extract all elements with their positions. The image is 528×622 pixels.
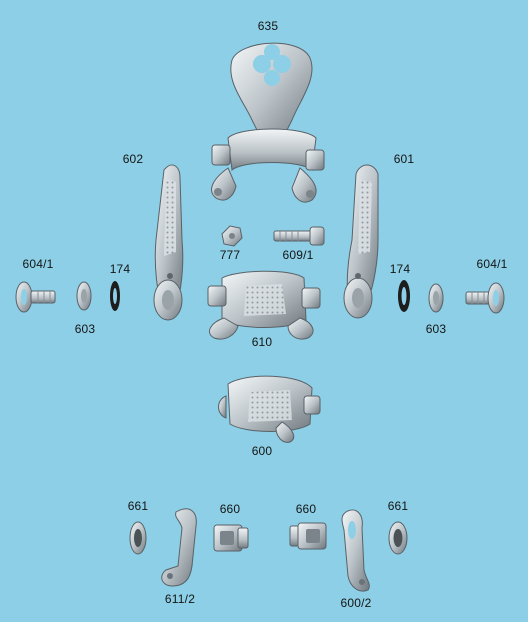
label-600-2: 600/2 [340, 596, 372, 610]
label-635: 635 [257, 19, 279, 33]
part-635-clamp-plate [211, 42, 325, 203]
label-604-1-right: 604/1 [476, 257, 508, 271]
part-604-1-thumb-screw-right [465, 282, 505, 314]
label-174-left: 174 [109, 262, 131, 276]
label-777: 777 [219, 248, 241, 262]
part-604-1-thumb-screw-left [15, 281, 56, 313]
part-777-nut [221, 225, 243, 247]
label-601: 601 [393, 152, 415, 166]
label-611-2: 611/2 [164, 592, 196, 606]
label-600: 600 [251, 444, 273, 458]
part-660-sleeve-left [213, 524, 249, 552]
label-603-right: 603 [425, 322, 447, 336]
label-174-right: 174 [389, 262, 411, 276]
part-174-washer-right [398, 280, 410, 312]
label-609-1: 609/1 [282, 248, 314, 262]
label-660-left: 660 [219, 502, 241, 516]
part-611-2-bracket [161, 508, 197, 587]
part-610-housing [207, 270, 321, 340]
part-660-sleeve-right [289, 522, 327, 550]
part-601-lever [343, 164, 379, 319]
part-603-washer-right [428, 283, 444, 313]
part-174-washer-left [110, 281, 120, 311]
label-661-left: 661 [127, 499, 149, 513]
label-604-1-left: 604/1 [22, 257, 54, 271]
part-609-1-screw [273, 226, 325, 246]
label-661-right: 661 [387, 499, 409, 513]
part-600-housing [218, 375, 321, 443]
part-600-2-bracket [341, 509, 370, 592]
part-603-washer-left [76, 281, 92, 311]
label-603-left: 603 [74, 322, 96, 336]
part-661-ring-left [129, 521, 147, 555]
part-661-ring-right [388, 521, 408, 555]
label-602: 602 [122, 152, 144, 166]
label-660-right: 660 [295, 502, 317, 516]
part-602-lever [153, 164, 184, 321]
label-610: 610 [251, 335, 273, 349]
